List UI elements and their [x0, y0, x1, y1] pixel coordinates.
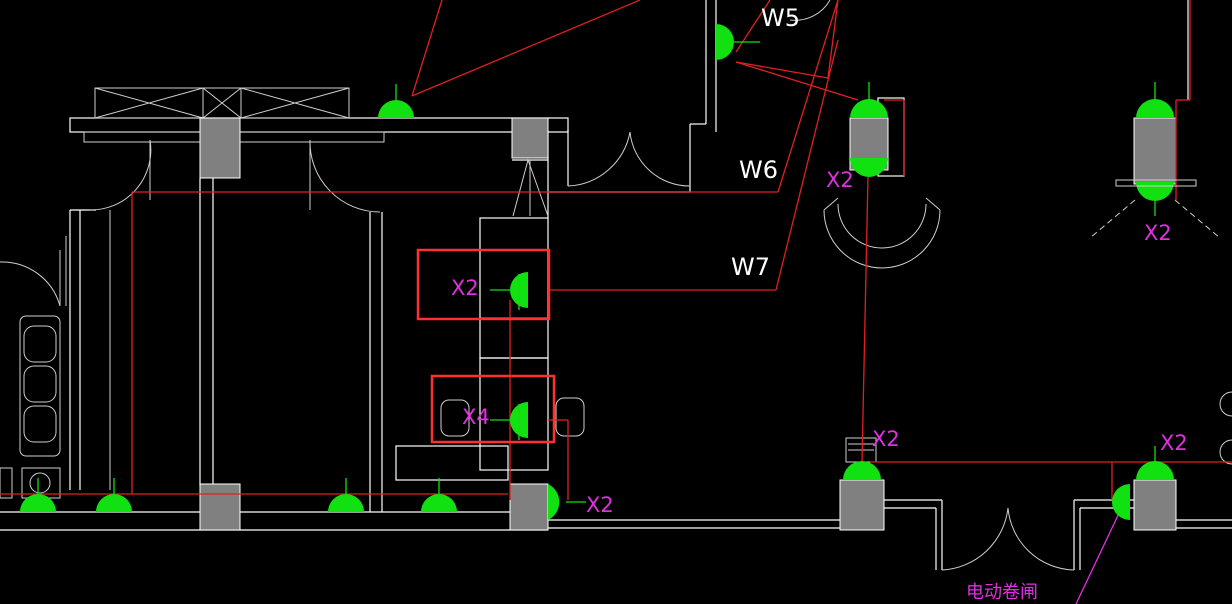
ceiling-light-icon — [421, 478, 457, 512]
column — [1133, 117, 1177, 185]
column — [1133, 479, 1177, 531]
fixture-tag: X2 — [586, 493, 614, 517]
ceiling-light-icon — [328, 478, 364, 512]
ceiling-light-icon — [96, 478, 132, 512]
column — [199, 117, 241, 179]
fixture-tag: X4 — [462, 405, 490, 429]
chairs — [440, 391, 1232, 465]
sofa-left — [0, 315, 61, 499]
circuit-label-w5: W5 — [761, 4, 800, 32]
fixture-tag: X2 — [1160, 431, 1188, 455]
wall-light-icon — [548, 484, 586, 520]
fixture-tag: X2 — [872, 427, 900, 451]
fixture-tag: X2 — [826, 168, 854, 192]
column — [511, 117, 549, 159]
door-swings — [0, 0, 1075, 571]
ceiling-light-icon — [378, 84, 414, 118]
columns — [199, 117, 1177, 531]
room-label: 电动卷闸 — [966, 582, 1038, 603]
cabinet-top — [94, 87, 350, 119]
highlight-box[interactable] — [416, 248, 551, 321]
top-beam — [69, 117, 569, 133]
fixture-tag: X2 — [451, 276, 479, 300]
column-light-icon — [843, 461, 881, 480]
column-light-icon — [850, 82, 888, 177]
ceiling-light-icon — [20, 478, 56, 512]
column — [839, 479, 885, 531]
wall-light-icon — [490, 402, 528, 440]
column — [509, 483, 549, 531]
column-light-icon — [1136, 82, 1174, 216]
circuit-label-w6: W6 — [739, 156, 778, 184]
light-fixtures — [20, 24, 1221, 520]
wall-light-icon — [1112, 484, 1130, 520]
fixture-tag: X2 — [1144, 221, 1172, 245]
circuit-label-w7: W7 — [731, 253, 770, 281]
column — [199, 483, 241, 531]
column-light-icon — [1136, 446, 1174, 480]
wall-lines — [0, 0, 1232, 570]
wall-light-icon — [490, 272, 528, 310]
wall-light-icon — [716, 24, 760, 60]
highlight-box[interactable] — [430, 374, 556, 444]
